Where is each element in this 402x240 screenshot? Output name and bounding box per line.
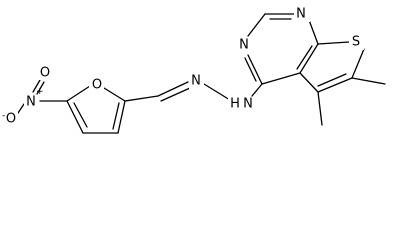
bond-c7a-s (317, 41, 350, 45)
atom-thiophene-s: S (352, 35, 360, 50)
bond-c7a-c4a-inner (296, 45, 313, 70)
bond-c5t-c4a (299, 72, 319, 93)
bond-c7a-c4a (299, 43, 319, 74)
bond-c2-c3 (117, 100, 126, 134)
bond-c5t-methyl (317, 91, 323, 126)
bond-n1-n2 (203, 83, 231, 101)
bond-c4-c5 (66, 100, 84, 134)
atom-pyrimidine-n-left: N (239, 38, 249, 53)
bond-c2-c3-inner (112, 102, 120, 130)
atom-pyrimidine-n-top: N (296, 7, 306, 22)
bond-c5-furan-o (66, 85, 91, 102)
bond-nitro-n-o-top-b (36, 81, 45, 95)
bond-n2-c4p (251, 83, 263, 97)
bond-furan-o-c2 (103, 87, 126, 102)
bond-n-left-c2p (247, 13, 266, 37)
atom-hydrazone-n1: N (191, 74, 201, 89)
bond-c4p-n-left (247, 54, 263, 85)
bond-nitro-n-o-top-a (32, 79, 41, 93)
atom-furan-o: O (92, 78, 102, 93)
bond-c6-c5t (317, 77, 353, 93)
bond-c4a-c4p (261, 72, 301, 85)
bond-ch-n1-a (157, 81, 189, 97)
bond-c6-methyl (351, 77, 386, 85)
bond-c4-c5-inner (73, 102, 88, 128)
bond-c4p-n-left-inner (244, 57, 257, 82)
atom-nitro-n: N (26, 95, 36, 110)
bond-c2-ch (124, 95, 159, 102)
atom-nitro-o-minus: O (6, 112, 16, 127)
atom-hydrazone-n2: N (243, 97, 253, 112)
structure-svg: N + O O - O N H N N N S (2, 7, 386, 134)
bond-ch-n1-b (160, 87, 191, 102)
bond-n-top-c7a (308, 19, 319, 45)
charge-nitro-n-plus: + (36, 87, 44, 97)
atom-nitro-o-top: O (40, 66, 50, 81)
charge-nitro-o-minus: - (2, 111, 5, 121)
bond-c6-c5t-inner (317, 73, 347, 87)
molecule-diagram: N + O O - O N H N N N S (2, 6, 386, 134)
bond-s-c6 (351, 48, 365, 79)
atom-hydrazone-h: H (230, 97, 240, 112)
